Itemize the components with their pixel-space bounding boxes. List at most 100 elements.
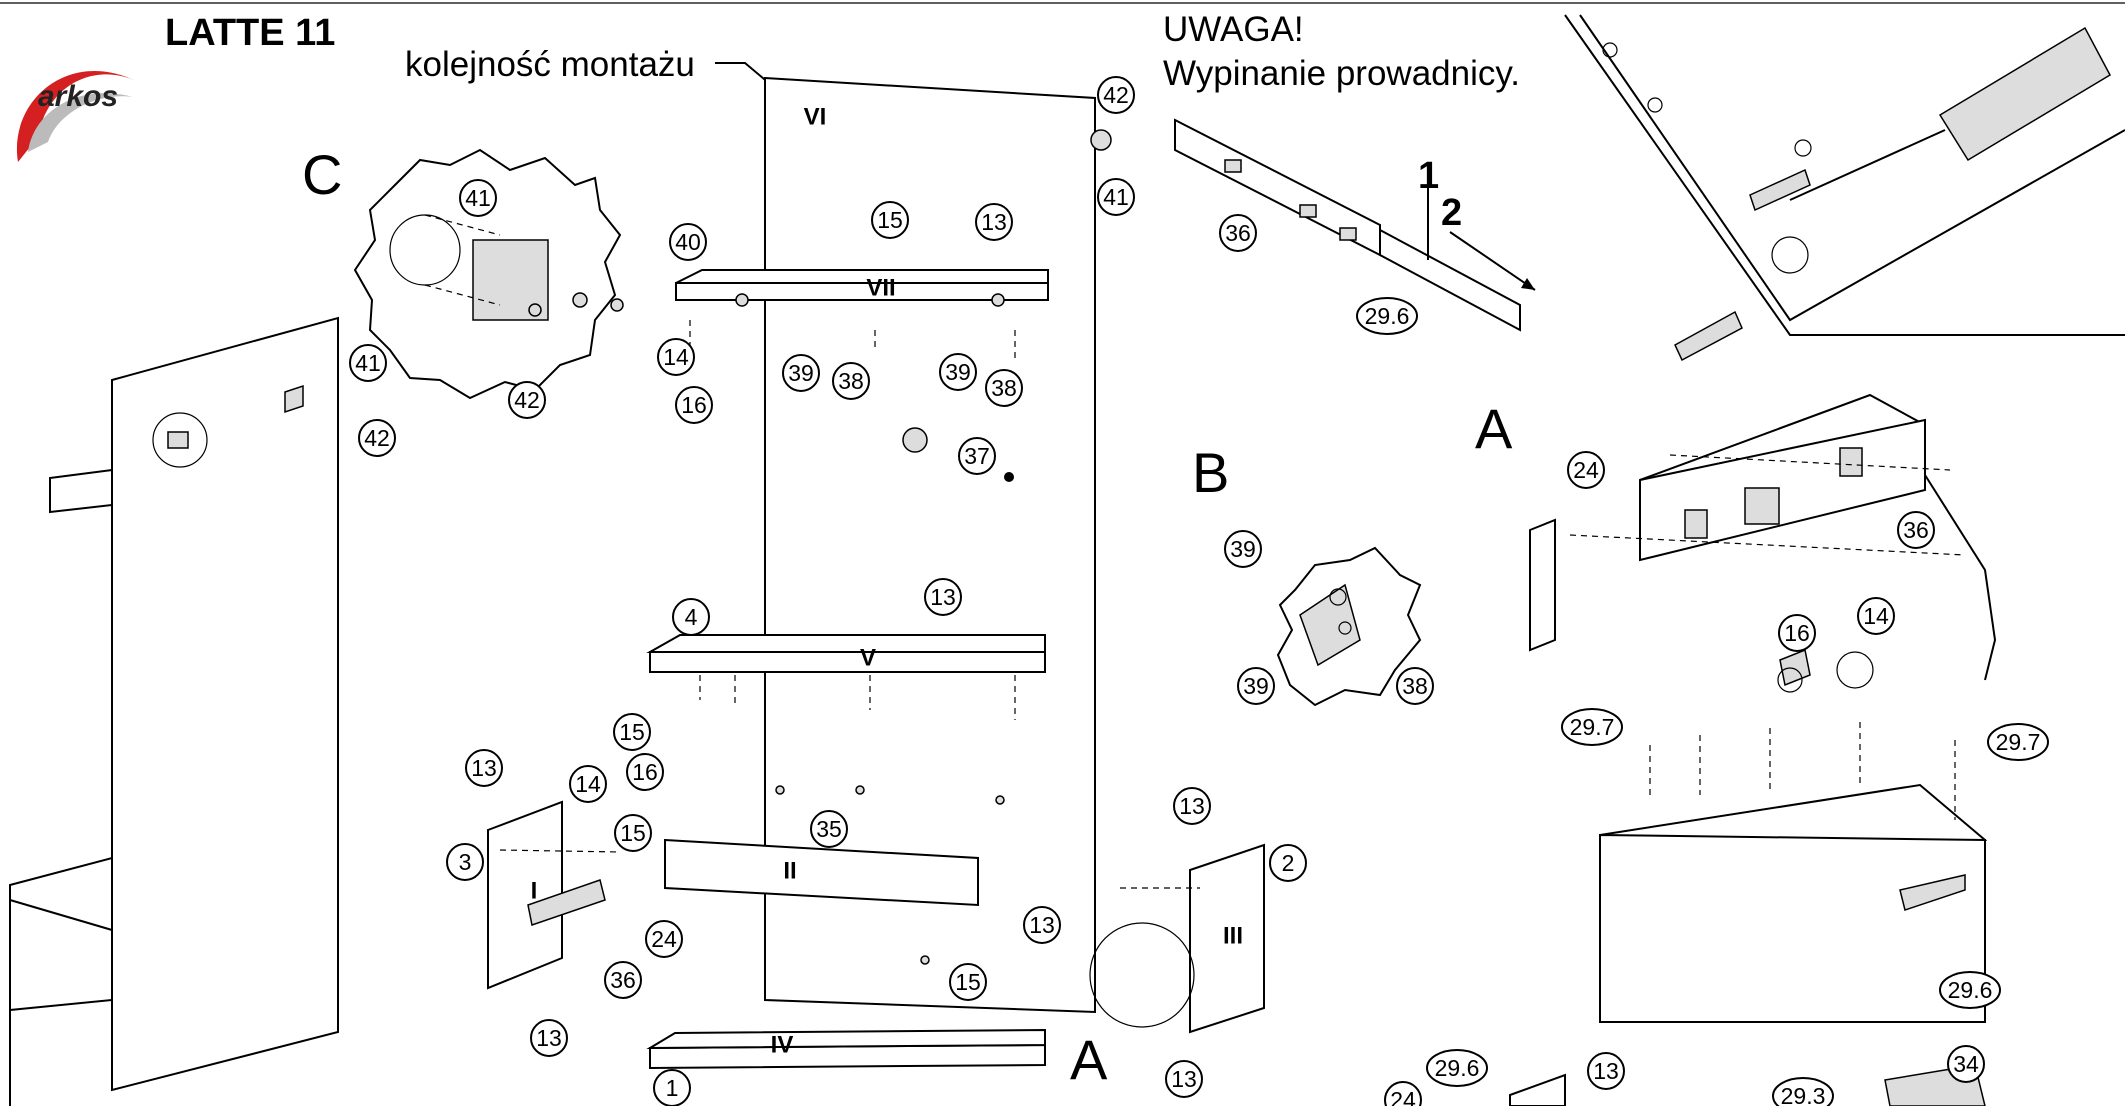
panel-iii <box>1089 843 1265 1034</box>
detail-b-hinge <box>1276 546 1422 707</box>
callout-13-ii: 13 <box>1023 906 1061 944</box>
callout-41-top: 41 <box>1097 178 1135 216</box>
panel-ii <box>664 838 979 907</box>
callout-37: 37 <box>958 437 996 475</box>
svg-text:14: 14 <box>575 771 601 797</box>
callout-15-back: 15 <box>949 963 987 1001</box>
svg-text:2: 2 <box>1282 850 1295 876</box>
svg-text:3: 3 <box>459 849 472 875</box>
callout-42-side: 42 <box>358 419 396 457</box>
warning-title: UWAGA! <box>1163 10 1304 49</box>
callout-29-7-left: 29.7 <box>1561 708 1623 746</box>
callout-41-side: 41 <box>349 344 387 382</box>
callout-13-iii-bottom: 13 <box>1165 1060 1203 1098</box>
bottom-detail-fragments <box>1509 1064 1986 1106</box>
detail-letter-c-top: C <box>302 143 343 206</box>
callout-36-i: 36 <box>604 961 642 999</box>
callout-24-a: 24 <box>1567 451 1605 489</box>
svg-text:14: 14 <box>1863 603 1889 629</box>
label-vii: VII <box>866 275 895 302</box>
svg-text:39: 39 <box>1230 536 1256 562</box>
callout-40: 40 <box>669 223 707 261</box>
callout-13-i-bottom: 13 <box>530 1019 568 1057</box>
panel-labels: VI VII V II IV I III <box>531 104 1243 1059</box>
svg-text:13: 13 <box>1029 912 1055 938</box>
drawer-box <box>1599 722 1988 1023</box>
svg-text:13: 13 <box>930 584 956 610</box>
svg-text:15: 15 <box>955 969 981 995</box>
callout-29-6-runner: 29.6 <box>1356 297 1418 335</box>
callout-13-iii-top: 13 <box>1173 787 1211 825</box>
svg-text:16: 16 <box>1784 620 1810 646</box>
step-number-2: 2 <box>1441 192 1463 234</box>
svg-text:39: 39 <box>788 360 814 386</box>
svg-text:13: 13 <box>1179 793 1205 819</box>
callout-13-i-top: 13 <box>465 749 503 787</box>
callout-group: 42 41 41 42 41 42 15 13 40 14 16 39 38 3… <box>349 76 2049 1106</box>
svg-text:29.7: 29.7 <box>1996 729 2041 755</box>
screwdriver-detail <box>1564 14 2125 362</box>
callout-14-a: 14 <box>1857 597 1895 635</box>
shelf-vii <box>610 269 1049 312</box>
callout-13-v: 13 <box>924 578 962 616</box>
label-v: V <box>860 645 876 672</box>
callout-16-a: 16 <box>1778 614 1816 652</box>
svg-text:16: 16 <box>681 392 707 418</box>
svg-text:24: 24 <box>1573 457 1599 483</box>
callout-29-6-bottom: 29.6 <box>1426 1049 1488 1087</box>
logo-text: arkos <box>38 80 119 113</box>
callout-38-right: 38 <box>985 369 1023 407</box>
side-cabinet <box>9 316 339 1106</box>
svg-text:15: 15 <box>619 719 645 745</box>
svg-text:29.6: 29.6 <box>1365 303 1410 329</box>
assembly-sequence-label: kolejność montażu <box>405 45 695 84</box>
panel-i <box>487 800 606 990</box>
drawer-runner <box>1174 118 1536 332</box>
callout-13-top: 13 <box>975 203 1013 241</box>
svg-text:36: 36 <box>1903 517 1929 543</box>
svg-text:29.7: 29.7 <box>1570 714 1615 740</box>
callout-29-6-drawer: 29.6 <box>1939 971 2001 1009</box>
panel-iv <box>646 1028 1046 1070</box>
callout-38-b: 38 <box>1396 667 1434 705</box>
svg-text:36: 36 <box>610 967 636 993</box>
svg-text:4: 4 <box>685 604 698 630</box>
svg-text:42: 42 <box>514 387 540 413</box>
svg-text:13: 13 <box>1593 1058 1619 1084</box>
callout-24-bottom: 24 <box>1384 1081 1422 1106</box>
svg-text:29.3: 29.3 <box>1781 1083 1826 1106</box>
svg-text:13: 13 <box>981 209 1007 235</box>
callout-41-c: 41 <box>459 179 497 217</box>
svg-text:38: 38 <box>991 375 1017 401</box>
callout-39-right: 39 <box>939 353 977 391</box>
svg-text:13: 13 <box>536 1025 562 1051</box>
detail-letter-a-bottom: A <box>1070 1028 1108 1091</box>
svg-text:38: 38 <box>1402 673 1428 699</box>
detail-a-runner <box>1529 393 1997 693</box>
callout-13-bottom: 13 <box>1587 1052 1625 1090</box>
back-panel-vi <box>764 76 1096 1014</box>
svg-text:1: 1 <box>666 1075 679 1101</box>
svg-text:40: 40 <box>675 229 701 255</box>
svg-text:13: 13 <box>471 755 497 781</box>
callout-29-3-bottom: 29.3 <box>1772 1077 1834 1106</box>
svg-text:41: 41 <box>1103 184 1129 210</box>
callout-15-i: 15 <box>614 814 652 852</box>
svg-text:39: 39 <box>945 359 971 385</box>
callout-16-i: 16 <box>626 753 664 791</box>
back-panel-fittings <box>775 129 1112 965</box>
callout-15-top: 15 <box>871 201 909 239</box>
svg-text:16: 16 <box>632 759 658 785</box>
svg-text:39: 39 <box>1243 673 1269 699</box>
callout-36-a: 36 <box>1897 511 1935 549</box>
label-i: I <box>531 878 538 905</box>
svg-text:41: 41 <box>465 185 491 211</box>
svg-text:34: 34 <box>1953 1051 1979 1077</box>
detail-letter-a-right: A <box>1475 397 1513 460</box>
svg-text:42: 42 <box>1103 82 1129 108</box>
callout-34: 34 <box>1947 1045 1985 1083</box>
label-ii: II <box>783 858 796 885</box>
callout-39-left: 39 <box>782 354 820 392</box>
logo-swoosh-icon <box>16 71 138 162</box>
